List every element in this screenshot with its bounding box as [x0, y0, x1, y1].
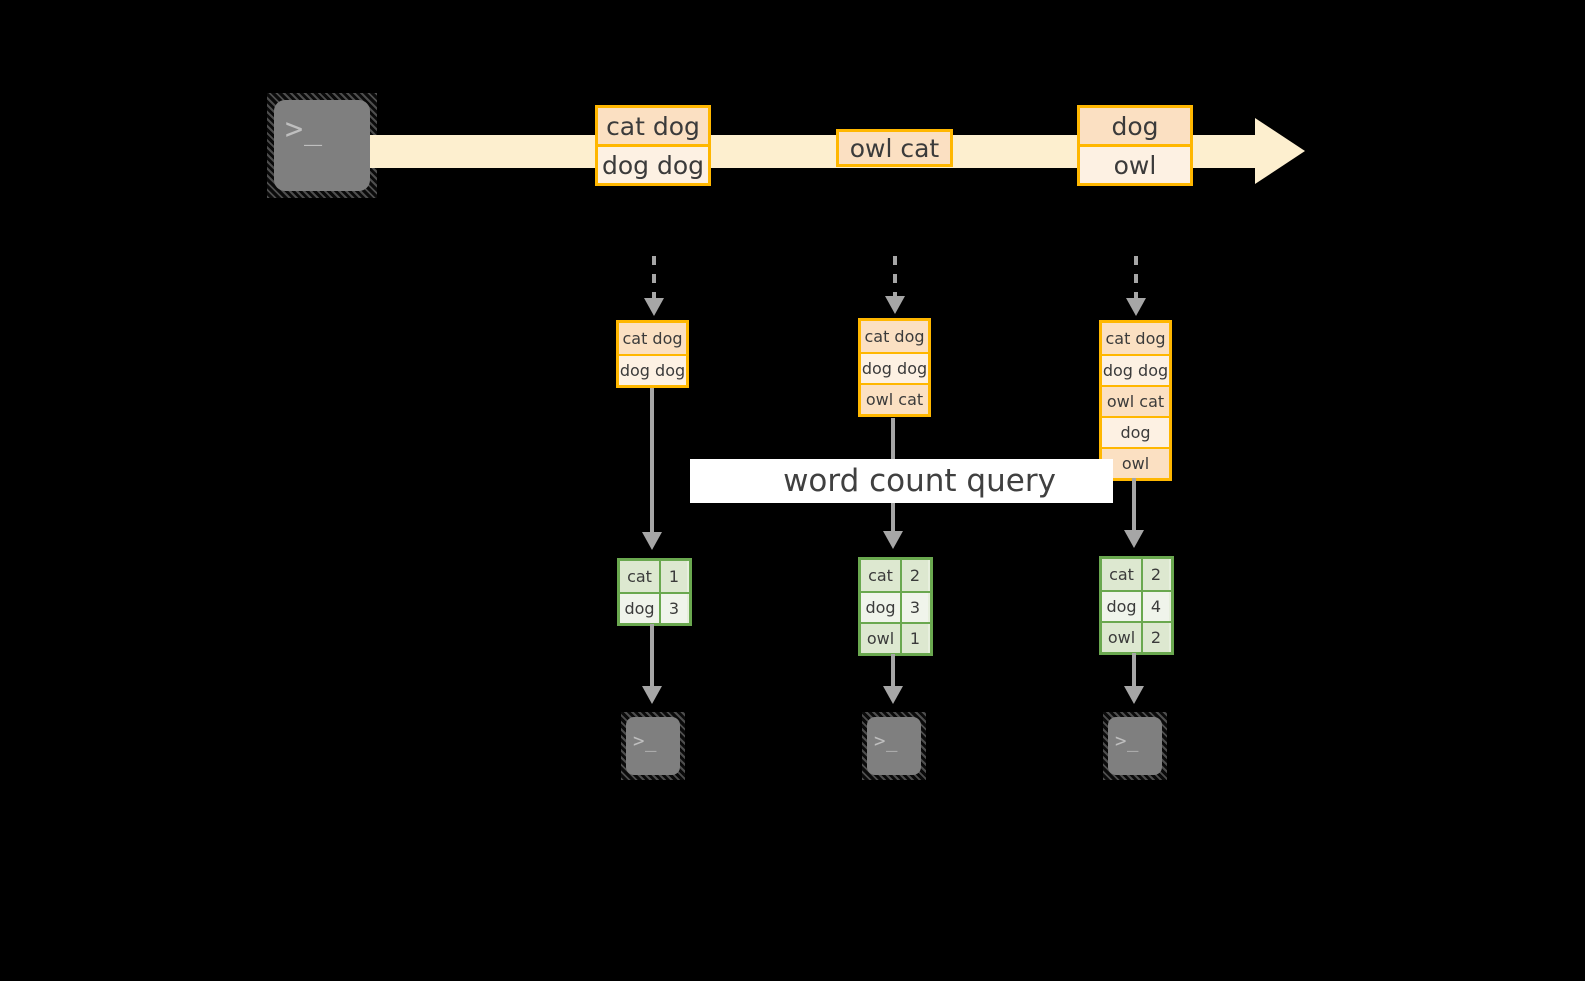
result-count: 2 [1143, 623, 1169, 652]
terminal-screen [274, 100, 370, 191]
arrowhead-stream-to-table-2 [885, 296, 905, 314]
arrowhead-result-to-sink-1 [642, 686, 662, 704]
result-row: dog 3 [620, 592, 689, 623]
result-row: owl 1 [861, 622, 930, 653]
terminal-screen [626, 717, 680, 775]
terminal-screen [867, 717, 921, 775]
result-word: dog [620, 594, 661, 623]
result-word: owl [1102, 623, 1143, 652]
connector-result-to-sink-2 [891, 654, 895, 690]
stream-batch-1[interactable]: cat dog dog dog [595, 105, 711, 186]
stream-table-row: cat dog [861, 321, 928, 352]
stream-table-row: dog dog [861, 352, 928, 383]
arrowhead-table-to-result-3 [1124, 530, 1144, 548]
result-row: dog 4 [1102, 590, 1171, 621]
stream-table-row: cat dog [619, 323, 686, 354]
sink-terminal-2[interactable]: >_ [862, 712, 926, 780]
stream-batch-2[interactable]: owl cat [836, 129, 953, 167]
stream-batch-line: cat dog [598, 108, 708, 144]
arrowhead-result-to-sink-3 [1124, 686, 1144, 704]
stream-table-row: owl cat [861, 383, 928, 414]
stream-batch-line: dog dog [598, 144, 708, 183]
result-count: 2 [902, 560, 928, 591]
stream-batch-3[interactable]: dog owl [1077, 105, 1193, 186]
result-word: dog [1102, 592, 1143, 621]
result-row: dog 3 [861, 591, 930, 622]
stream-table-row: dog [1102, 416, 1169, 447]
arrowhead-table-to-result-1 [642, 532, 662, 550]
connector-result-to-sink-3 [1132, 653, 1136, 690]
result-row: cat 2 [1102, 559, 1171, 590]
sink-terminal-1[interactable]: >_ [621, 712, 685, 780]
arrowhead-result-to-sink-2 [883, 686, 903, 704]
result-row: cat 2 [861, 560, 930, 591]
arrowhead-stream-to-table-3 [1126, 298, 1146, 316]
result-count: 3 [661, 594, 687, 623]
input-stream-arrowhead [1255, 118, 1305, 184]
stream-table-row: dog dog [619, 354, 686, 385]
result-row: owl 2 [1102, 621, 1171, 652]
query-banner-label: word count query [783, 463, 1056, 499]
sink-terminal-3[interactable]: >_ [1103, 712, 1167, 780]
result-table-2[interactable]: cat 2 dog 3 owl 1 [858, 557, 933, 656]
result-word: cat [861, 560, 902, 591]
result-count: 1 [902, 624, 928, 653]
result-table-1[interactable]: cat 1 dog 3 [617, 558, 692, 626]
result-word: dog [861, 593, 902, 622]
connector-table-to-result-1 [650, 388, 654, 536]
stream-table-row: cat dog [1102, 323, 1169, 354]
stream-table-3[interactable]: cat dog dog dog owl cat dog owl [1099, 320, 1172, 481]
result-count: 1 [661, 561, 687, 592]
connector-result-to-sink-1 [650, 624, 654, 690]
result-word: cat [620, 561, 661, 592]
terminal-screen [1108, 717, 1162, 775]
terminal-prompt-icon: >_ [874, 730, 898, 752]
stream-batch-line: owl cat [839, 132, 950, 164]
stream-batch-line: owl [1080, 144, 1190, 183]
query-banner: word count query [690, 459, 1113, 503]
stream-table-row: dog dog [1102, 354, 1169, 385]
stream-table-2[interactable]: cat dog dog dog owl cat [858, 318, 931, 417]
terminal-prompt-icon: >_ [1115, 730, 1139, 752]
source-terminal[interactable]: >_ [267, 93, 377, 198]
result-table-3[interactable]: cat 2 dog 4 owl 2 [1099, 556, 1174, 655]
result-count: 2 [1143, 559, 1169, 590]
stream-table-row: owl [1102, 447, 1169, 478]
result-count: 3 [902, 593, 928, 622]
connector-table-to-result-3 [1132, 478, 1136, 536]
result-word: cat [1102, 559, 1143, 590]
result-word: owl [861, 624, 902, 653]
stream-table-row: owl cat [1102, 385, 1169, 416]
stream-table-1[interactable]: cat dog dog dog [616, 320, 689, 388]
arrowhead-stream-to-table-1 [644, 298, 664, 316]
arrowhead-table-to-result-2 [883, 531, 903, 549]
connector-stream-to-table-1 [652, 256, 656, 300]
connector-stream-to-table-2 [893, 256, 897, 298]
result-row: cat 1 [620, 561, 689, 592]
terminal-prompt-icon: >_ [285, 112, 324, 147]
result-count: 4 [1143, 592, 1169, 621]
stream-batch-line: dog [1080, 108, 1190, 144]
connector-stream-to-table-3 [1134, 256, 1138, 300]
terminal-prompt-icon: >_ [633, 730, 657, 752]
